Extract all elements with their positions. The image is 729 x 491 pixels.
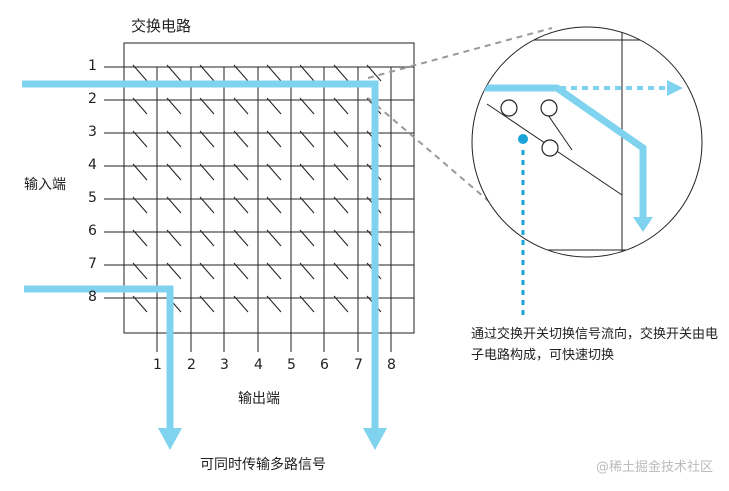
switch-7-6 [299, 262, 315, 280]
switch-5-6 [299, 196, 315, 214]
row-label-4: 4 [88, 157, 97, 173]
side-caption: 通过交换开关切换信号流向，交换开关由电子电路构成，可快速切换 [471, 327, 719, 363]
switch-6-2 [166, 229, 182, 247]
switch-6-4 [233, 229, 249, 247]
switch-2-6 [299, 97, 315, 115]
switch-7-1 [132, 262, 148, 280]
switch-circuit-box [123, 42, 415, 334]
switch-4-6 [299, 163, 315, 181]
col-label-6: 6 [320, 357, 329, 373]
switch-7-4 [233, 262, 249, 280]
switch-contact-1 [500, 99, 518, 117]
switch-1-8 [366, 64, 382, 82]
col-label-4: 4 [254, 357, 263, 373]
switch-8-6 [299, 295, 315, 313]
switch-5-4 [233, 196, 249, 214]
switch-2-2 [166, 97, 182, 115]
switch-5-7 [333, 196, 349, 214]
switch-2-5 [266, 97, 282, 115]
signal-path-8 [24, 285, 174, 432]
zoom-signal-arrow [633, 217, 653, 232]
signal-arrow-1 [363, 428, 387, 450]
switch-2-4 [233, 97, 249, 115]
zoom-dash-lower [367, 97, 506, 216]
col-label-1: 1 [153, 357, 162, 373]
switch-6-6 [299, 229, 315, 247]
switch-4-1 [132, 163, 148, 181]
switch-2-3 [199, 97, 215, 115]
signal-path-1 [22, 80, 379, 432]
row-label-6: 6 [88, 223, 97, 239]
switch-1-2 [166, 64, 182, 82]
switch-8-7 [333, 295, 349, 313]
col-label-5: 5 [287, 357, 296, 373]
control-dot [518, 134, 528, 144]
switch-4-4 [233, 163, 249, 181]
switch-6-7 [333, 229, 349, 247]
signal-arrow-8 [158, 428, 182, 450]
switch-4-7 [333, 163, 349, 181]
switch-5-3 [199, 196, 215, 214]
row-label-2: 2 [88, 91, 97, 107]
switch-3-5 [266, 130, 282, 148]
switch-1-5 [266, 64, 282, 82]
row-label-7: 7 [88, 256, 97, 272]
row-label-3: 3 [88, 124, 97, 140]
zoom-dash-upper [367, 27, 553, 79]
input-label: 输入端 [24, 177, 66, 193]
switch-1-1 [132, 64, 148, 82]
switch-6-1 [132, 229, 148, 247]
switch-contact-3 [541, 139, 559, 157]
switch-6-5 [266, 229, 282, 247]
switch-1-4 [233, 64, 249, 82]
zoom-switch-arm-short [547, 114, 573, 151]
switch-marks [132, 64, 382, 313]
switch-7-2 [166, 262, 182, 280]
row-label-8: 8 [88, 289, 97, 305]
col-label-8: 8 [387, 357, 396, 373]
switch-4-3 [199, 163, 215, 181]
zoom-circle [471, 26, 703, 258]
zoom-dotted-arrow [667, 80, 683, 96]
switch-6-3 [199, 229, 215, 247]
col-label-7: 7 [354, 357, 363, 373]
switch-3-4 [233, 130, 249, 148]
switch-4-5 [266, 163, 282, 181]
switch-8-3 [199, 295, 215, 313]
switch-2-7 [333, 97, 349, 115]
row-label-1: 1 [88, 58, 97, 74]
zoom-signal-path [472, 84, 647, 220]
switch-7-7 [333, 262, 349, 280]
switch-5-2 [166, 196, 182, 214]
switch-3-1 [132, 130, 148, 148]
switch-8-1 [132, 295, 148, 313]
switch-2-1 [132, 97, 148, 115]
switch-7-5 [266, 262, 282, 280]
col-label-3: 3 [220, 357, 229, 373]
switch-7-3 [199, 262, 215, 280]
switch-3-2 [166, 130, 182, 148]
diagram-title: 交换电路 [131, 17, 192, 35]
bottom-caption: 可同时传输多路信号 [200, 457, 326, 473]
switch-4-2 [166, 163, 182, 181]
col-label-2: 2 [187, 357, 196, 373]
switch-1-7 [333, 64, 349, 82]
switch-5-5 [266, 196, 282, 214]
switch-contact-2 [540, 99, 558, 117]
switch-1-3 [199, 64, 215, 82]
switch-8-5 [266, 295, 282, 313]
switch-5-1 [132, 196, 148, 214]
row-label-5: 5 [88, 190, 97, 206]
switch-3-3 [199, 130, 215, 148]
watermark: @稀土掘金技术社区 [595, 460, 713, 475]
crossbar-grid [104, 66, 414, 352]
output-label: 输出端 [238, 391, 280, 407]
switch-3-7 [333, 130, 349, 148]
switch-8-4 [233, 295, 249, 313]
switch-3-6 [299, 130, 315, 148]
zoom-detail [471, 26, 703, 258]
switch-1-6 [299, 64, 315, 82]
